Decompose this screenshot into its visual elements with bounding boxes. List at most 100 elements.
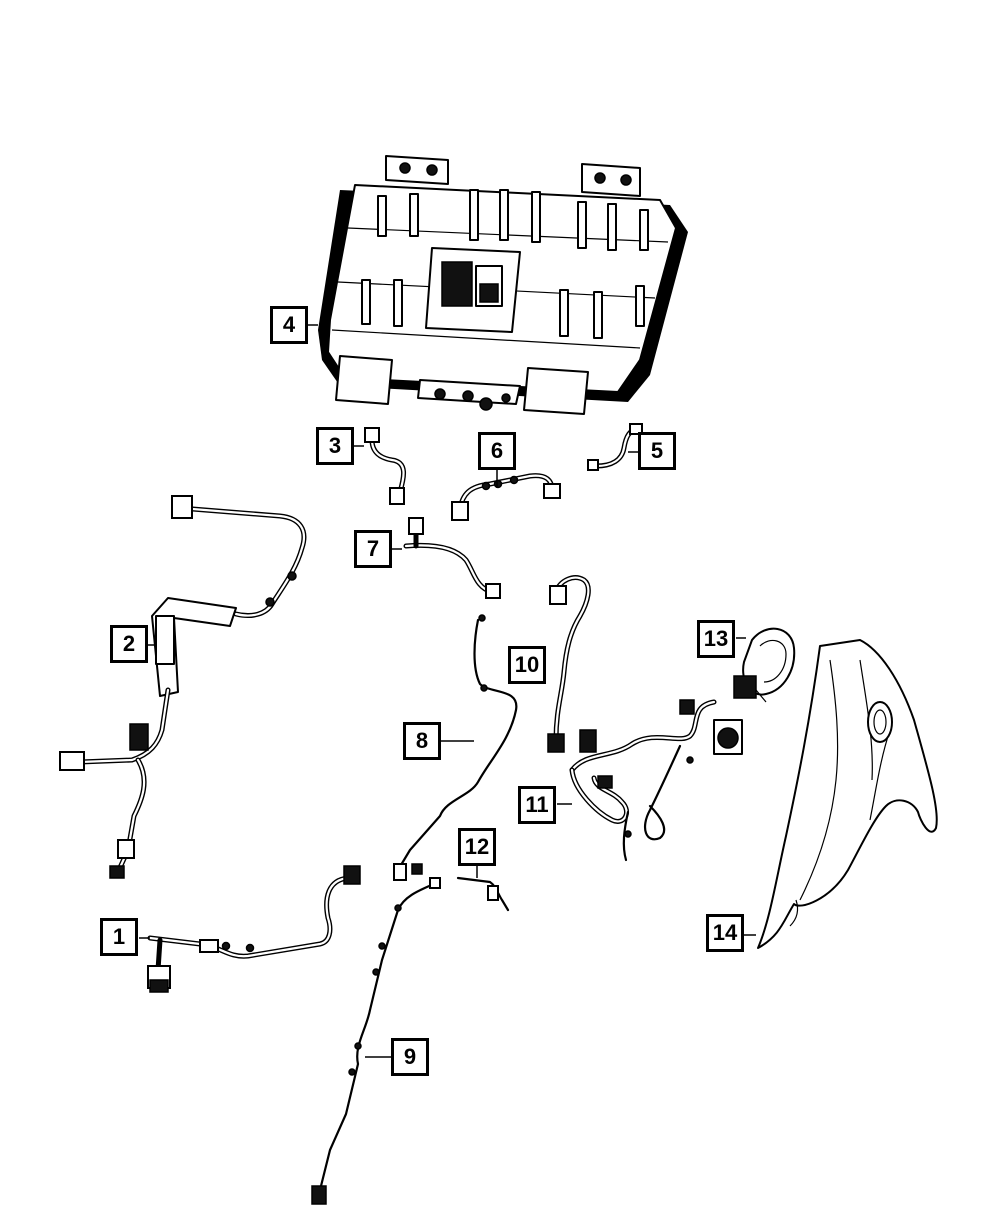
rib-slot <box>607 203 617 251</box>
rib-slot <box>409 193 419 237</box>
connector <box>149 979 169 993</box>
wiring-jumper-6 <box>451 473 561 521</box>
connector-port <box>462 390 474 402</box>
main-harness-2 <box>59 495 307 879</box>
connector <box>543 483 561 499</box>
harness-8 <box>393 614 518 881</box>
mount-bolt <box>594 172 606 184</box>
module-connector <box>441 261 473 307</box>
connector <box>59 751 85 771</box>
battery-pack-lower-ridge <box>331 329 641 349</box>
clip <box>245 943 255 953</box>
callout-part-8: 8 <box>403 722 441 760</box>
connector-port <box>434 388 446 400</box>
clip <box>221 941 231 951</box>
rib-slot <box>469 189 479 241</box>
rib-slot <box>559 289 569 337</box>
callout-part-12: 12 <box>458 828 496 866</box>
wiring-jumper-3 <box>364 427 406 505</box>
connector <box>389 487 405 505</box>
clip <box>394 904 402 912</box>
clip <box>686 756 694 764</box>
clip <box>378 942 386 950</box>
connector <box>597 775 613 789</box>
callout-part-6: 6 <box>478 432 516 470</box>
connector <box>311 1185 327 1205</box>
callout-part-7: 7 <box>354 530 392 568</box>
connector <box>679 699 695 715</box>
connector <box>109 865 125 879</box>
connector <box>129 723 149 751</box>
clip <box>509 475 519 485</box>
connector <box>547 733 565 753</box>
callout-part-13: 13 <box>697 620 735 658</box>
charge-port-socket <box>717 727 739 749</box>
rib-slot <box>577 201 587 249</box>
harness-1 <box>147 865 361 993</box>
mount-bolt <box>399 162 411 174</box>
clip <box>265 597 275 607</box>
connector <box>408 517 424 535</box>
clip <box>481 481 491 491</box>
callout-part-5: 5 <box>638 432 676 470</box>
connector <box>579 729 597 753</box>
connector <box>629 423 643 435</box>
quarter-panel <box>757 639 938 949</box>
module-connector <box>479 283 499 303</box>
mount-bracket <box>581 163 641 197</box>
rib-slot <box>393 279 403 327</box>
clip <box>348 1068 356 1076</box>
callout-part-11: 11 <box>518 786 556 824</box>
rib-slot <box>361 279 371 325</box>
connector <box>364 427 380 443</box>
callout-part-10: 10 <box>508 646 546 684</box>
clip <box>493 479 503 489</box>
callout-part-14: 14 <box>706 914 744 952</box>
connector <box>549 585 567 605</box>
clip <box>624 830 632 838</box>
quarter-panel-14 <box>757 639 938 949</box>
wiring-jumper-7 <box>403 517 501 599</box>
harness-10 <box>547 575 591 753</box>
charge-port-door-13 <box>733 627 796 703</box>
connector <box>451 501 469 521</box>
rib-slot <box>639 209 649 251</box>
mount-bracket <box>385 155 449 185</box>
clip <box>372 968 380 976</box>
connector <box>429 877 441 889</box>
fuel-door-opening <box>867 701 893 743</box>
door-hinge <box>733 675 757 699</box>
callout-part-4: 4 <box>270 306 308 344</box>
wiring-jumper-5 <box>587 423 643 471</box>
rib-slot <box>377 195 387 237</box>
callout-part-2: 2 <box>110 625 148 663</box>
battery-pack <box>318 155 688 415</box>
connector-port <box>479 397 493 411</box>
clip <box>480 684 488 692</box>
callout-part-1: 1 <box>100 918 138 956</box>
mount-bolt <box>426 164 438 176</box>
callout-part-9: 9 <box>391 1038 429 1076</box>
harness-9 <box>311 877 441 1205</box>
connector <box>487 885 499 901</box>
connector <box>343 865 361 885</box>
connector <box>485 583 501 599</box>
rib-slot <box>593 291 603 339</box>
clip <box>287 571 297 581</box>
mount-bracket <box>335 355 393 405</box>
battery-control-module <box>425 247 521 333</box>
clip <box>478 614 486 622</box>
connector <box>393 863 407 881</box>
connector <box>117 839 135 859</box>
mount-bracket <box>523 367 589 415</box>
connector <box>411 863 423 875</box>
rib-slot <box>531 191 541 243</box>
harness-11 <box>569 699 743 862</box>
rib-slot <box>635 285 645 327</box>
callout-part-3: 3 <box>316 427 354 465</box>
connector <box>199 939 219 953</box>
clip <box>354 1042 362 1050</box>
mount-bolt <box>620 174 632 186</box>
